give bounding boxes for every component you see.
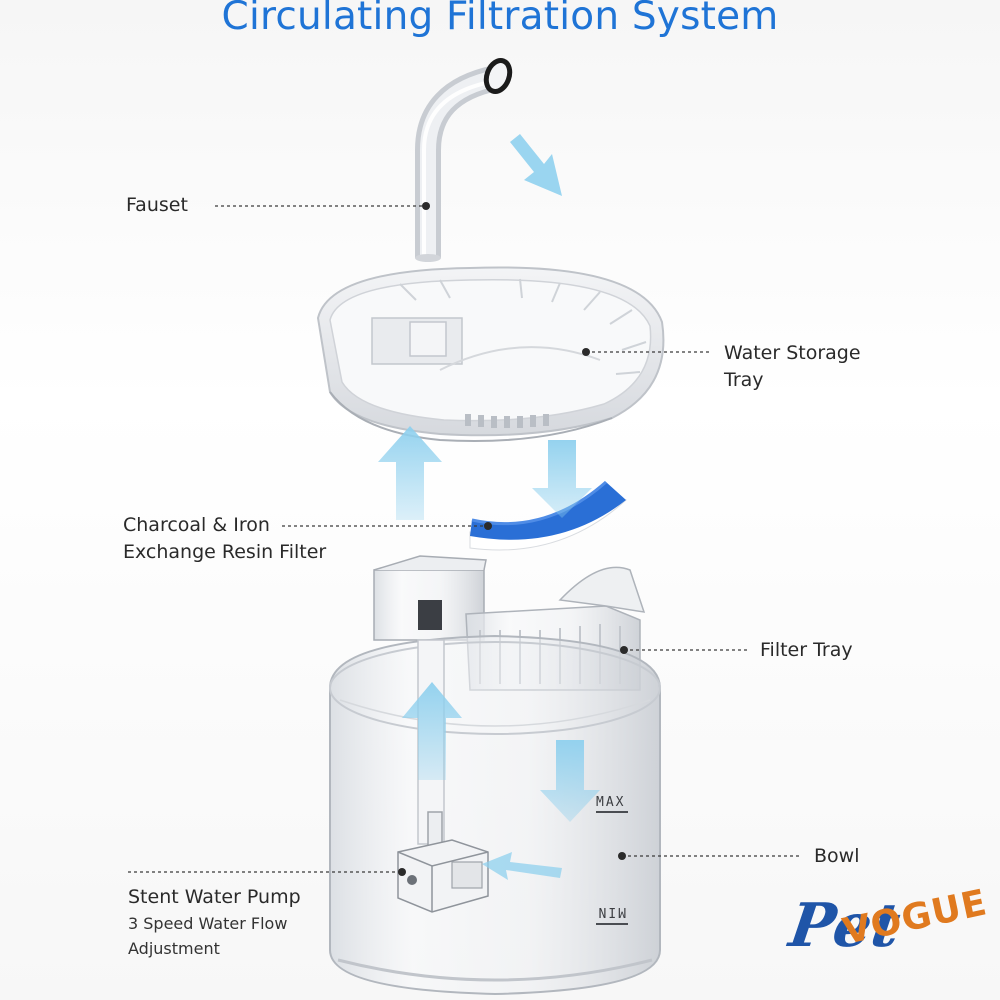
flow-arrow-up-left [378,426,442,520]
label-filter-line1: Charcoal & Iron [123,514,270,536]
label-pump-sub-line2: Adjustment [128,939,220,958]
label-filter: Charcoal & Iron Exchange Resin Filter [123,512,326,566]
flow-arrow-down-center [532,440,592,518]
label-bowl-text: Bowl [814,845,860,867]
label-tray-line1: Water Storage [724,342,861,364]
label-pump-text: Stent Water Pump [128,886,301,908]
brand-logo: Pet VOGUE [785,882,1000,995]
water-pump-part [397,811,489,913]
bowl-part: MAX MIN [329,634,661,996]
water-storage-tray-part [316,266,665,443]
flow-arrow-down-right [510,134,562,196]
leader-dots [398,202,628,876]
label-faucet-text: Fauset [126,194,188,216]
label-filter-tray-text: Filter Tray [760,639,853,661]
label-filter-tray: Filter Tray [760,637,853,664]
label-pump-subtitle: 3 Speed Water Flow Adjustment [128,911,287,961]
label-pump: Stent Water Pump [128,884,301,911]
flow-arrow-down-bowl [540,740,600,822]
min-mark: MIN [597,904,626,919]
diagram-title: Circulating Filtration System [221,0,779,39]
label-bowl: Bowl [814,843,859,870]
label-filter-line2: Exchange Resin Filter [123,541,327,563]
flow-arrow-up-pump [402,682,462,780]
flow-arrows [378,134,600,880]
label-pump-sub-line1: 3 Speed Water Flow [128,914,288,933]
label-faucet: Fauset [126,192,188,219]
flow-arrow-left-pump [482,852,562,880]
leader-lines [128,205,802,873]
label-water-storage-tray: Water Storage Tray [724,340,861,394]
label-tray-line2: Tray [724,369,764,391]
max-mark: MAX [596,795,625,810]
faucet-part [415,58,513,262]
